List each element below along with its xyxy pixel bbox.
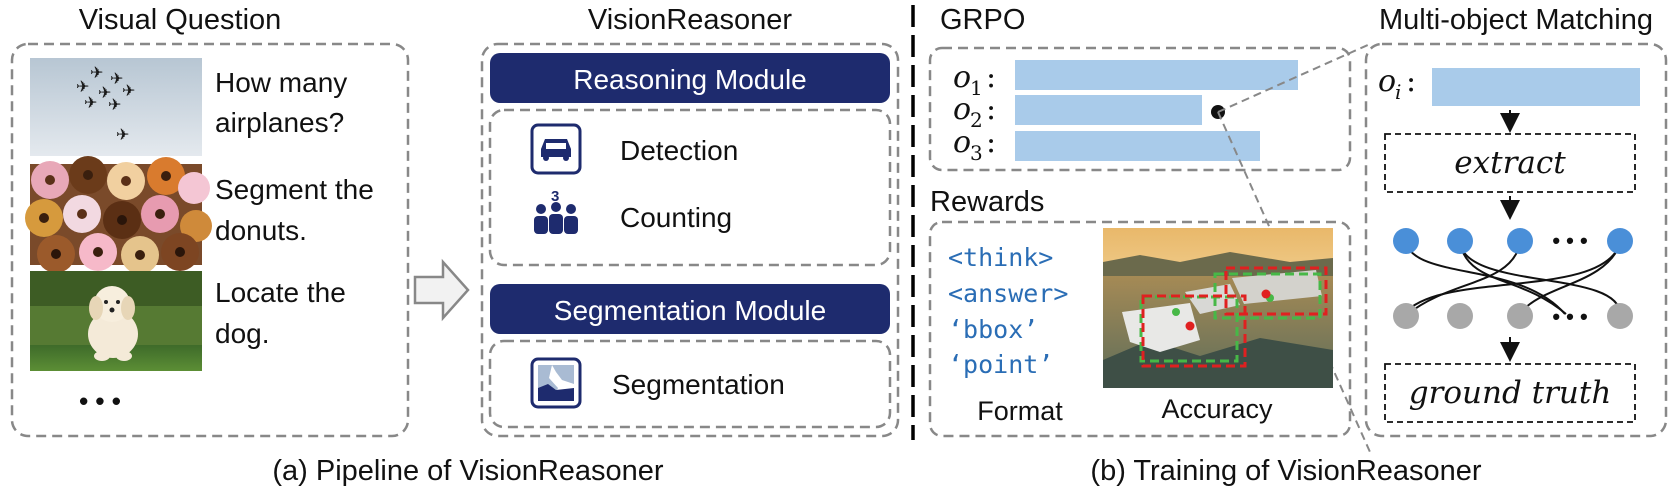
segmentation-module-label: Segmentation Module <box>554 295 826 326</box>
question-dog: Locate the dog. <box>215 277 346 349</box>
car-icon <box>530 123 582 175</box>
extract-box <box>1384 133 1636 193</box>
svg-text:✈: ✈ <box>108 97 121 114</box>
matching-box <box>1364 42 1668 438</box>
caption-a: (a) Pipeline of VisionReasoner <box>272 455 664 487</box>
output-subscript: 1 <box>970 76 983 100</box>
question-line: How many <box>215 67 347 98</box>
question-line: Segment the <box>215 174 374 205</box>
node-ellipsis: • • • <box>1552 228 1587 253</box>
node-ellipsis: • • • <box>1552 304 1587 329</box>
svg-text:✈: ✈ <box>116 127 129 144</box>
segmentation-tasks-box <box>488 339 892 429</box>
rewards-title: Rewards <box>930 186 1044 218</box>
accuracy-label: Accuracy <box>1161 394 1273 424</box>
svg-text:✈: ✈ <box>90 65 103 82</box>
prediction-node <box>1607 228 1633 254</box>
pipeline-arrow-icon <box>413 258 470 322</box>
output-o2: o 2 : <box>953 92 996 132</box>
ground-truth-box <box>1384 363 1636 423</box>
ground-truth-node <box>1447 303 1473 329</box>
output-bar-oi <box>1432 68 1640 106</box>
output-bar-o3 <box>1015 131 1260 161</box>
svg-text:✈: ✈ <box>110 71 123 88</box>
output-symbol: o <box>953 60 971 95</box>
dog-image <box>30 271 202 371</box>
format-token: ‘point’ <box>948 350 1053 379</box>
matching-graph <box>1403 243 1621 315</box>
output-oi: o i : <box>1378 64 1416 104</box>
segmentation-icon <box>530 357 582 409</box>
prediction-node <box>1507 228 1533 254</box>
svg-text:✈: ✈ <box>122 83 135 100</box>
format-token: <answer> <box>948 279 1068 308</box>
ellipsis: • • • <box>79 386 121 416</box>
grpo-box <box>928 46 1352 172</box>
format-label: Format <box>977 396 1063 426</box>
caption-b: (b) Training of VisionReasoner <box>1090 455 1482 487</box>
output-symbol: o <box>953 92 971 127</box>
question-line: dog. <box>215 318 270 349</box>
format-token: ‘bbox’ <box>948 315 1038 344</box>
reasoning-tasks-box <box>488 108 892 267</box>
output-o1: o 1 : <box>953 60 996 100</box>
people-count-icon: 3 <box>534 188 578 234</box>
output-colon: : <box>986 125 996 160</box>
vision-reasoner-title: VisionReasoner <box>588 4 793 36</box>
task-segmentation: Segmentation <box>612 369 785 400</box>
output-o3: o 3 : <box>953 125 996 165</box>
format-token: <think> <box>948 243 1053 272</box>
grpo-title: GRPO <box>940 4 1025 36</box>
visual-question-title: Visual Question <box>79 4 282 36</box>
ground-truth-node <box>1607 303 1633 329</box>
output-symbol: o <box>1378 64 1396 99</box>
output-subscript: 2 <box>970 108 983 132</box>
question-airplanes: How many airplanes? <box>215 67 347 138</box>
output-bar-o1 <box>1015 60 1298 90</box>
matching-title: Multi-object Matching <box>1379 4 1653 36</box>
question-line: airplanes? <box>215 107 344 138</box>
reasoning-module-header <box>490 53 890 103</box>
reasoning-module-label: Reasoning Module <box>573 64 807 95</box>
output-subscript: i <box>1395 80 1401 104</box>
airplanes-image: ✈ ✈ ✈ ✈ ✈ ✈ ✈ ✈ <box>30 58 202 156</box>
question-line: Locate the <box>215 277 346 308</box>
output-subscript: 3 <box>970 141 983 165</box>
output-colon: : <box>986 92 996 127</box>
task-detection: Detection <box>620 135 738 166</box>
visual-question-box <box>10 42 410 438</box>
output-bar-o2 <box>1015 95 1202 125</box>
extract-label: extract <box>1454 145 1566 181</box>
donuts-image <box>25 156 212 274</box>
output-colon: : <box>986 60 996 95</box>
rewards-box <box>928 220 1352 438</box>
output-colon: : <box>1406 64 1416 99</box>
prediction-node <box>1447 228 1473 254</box>
svg-text:✈: ✈ <box>84 95 97 112</box>
question-donuts: Segment the donuts. <box>215 174 374 246</box>
task-counting: Counting <box>620 202 732 233</box>
question-line: donuts. <box>215 215 307 246</box>
boats-image <box>1103 228 1333 388</box>
ground-truth-label: ground truth <box>1409 375 1612 411</box>
ground-truth-node <box>1507 303 1533 329</box>
output-symbol: o <box>953 125 971 160</box>
count-badge: 3 <box>551 188 559 205</box>
segmentation-module-header <box>490 284 890 334</box>
svg-text:✈: ✈ <box>76 79 89 96</box>
vision-reasoner-box <box>480 42 900 438</box>
prediction-node <box>1393 228 1419 254</box>
svg-text:✈: ✈ <box>98 85 111 102</box>
zoom-connector-top <box>1217 43 1371 113</box>
ground-truth-node <box>1393 303 1419 329</box>
